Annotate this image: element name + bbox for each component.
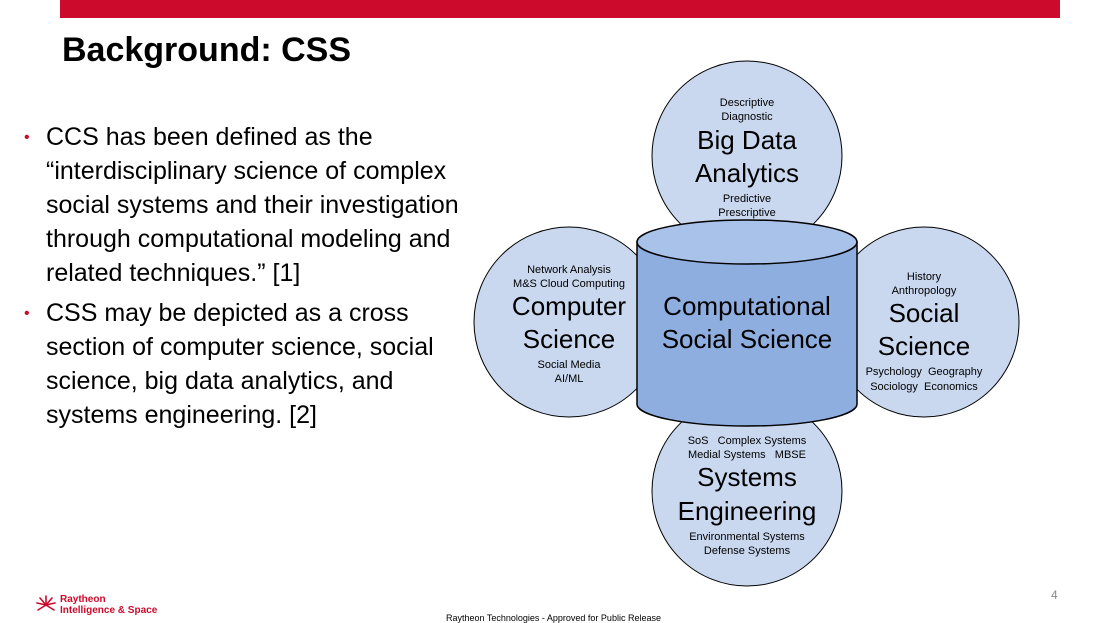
social-science-title: Social [889,298,960,328]
computer-science-title: Computer [512,291,626,321]
bullet-text: CCS has been defined as the “interdiscip… [46,123,459,287]
cylinder-body [636,241,858,427]
bullet-text: CSS may be depicted as a cross section o… [46,299,434,429]
systems-engineering-top-item: SoS Complex Systems [688,435,807,447]
center-title: Social Science [662,324,833,354]
cylinder-top [636,219,858,265]
systems-engineering-bottom-item: Environmental Systems [689,531,805,543]
systems-engineering-title: Engineering [678,496,817,526]
social-science-bottom-item: Psychology Geography [866,366,983,378]
footer-text: Raytheon Technologies - Approved for Pub… [446,613,661,623]
computer-science-top-item: Network Analysis [527,264,611,276]
raytheon-logo: Raytheon Intelligence & Space [36,594,157,616]
computer-science-top-item: M&S Cloud Computing [513,278,625,290]
logo-line-2: Intelligence & Space [60,605,158,616]
computer-science-bottom-item: Social Media [538,359,602,371]
logo-line-1: Raytheon [60,594,106,605]
bullet-item: • CCS has been defined as the “interdisci… [22,120,462,290]
computer-science-circle [473,226,665,418]
bullet-dot-icon: • [24,129,30,146]
top-accent-bar [60,0,1060,18]
social-science-bottom-item: Sociology Economics [870,381,978,393]
big-data-bottom-item: Prescriptive [718,207,775,219]
raytheon-burst-icon [36,595,56,611]
social-science-title: Science [878,331,971,361]
systems-engineering-bottom-item: Defense Systems [704,545,791,557]
computer-science-bottom-item: AI/ML [555,373,584,385]
page-number: 4 [1051,588,1058,602]
computer-science-title: Science [523,324,616,354]
social-science-top-item: Anthropology [892,285,957,297]
systems-engineering-title: Systems [697,462,797,492]
systems-engineering-top-item: Medial Systems MBSE [688,449,806,461]
big-data-bottom-item: Predictive [723,193,771,205]
bullet-item: • CSS may be depicted as a cross section … [22,296,462,432]
slide-title: Background: CSS [62,31,352,69]
social-science-top-item: History [907,271,942,283]
big-data-top-item: Diagnostic [721,111,773,123]
big-data-top-item: Descriptive [720,97,774,109]
center-title: Computational [663,291,831,321]
big-data-title: Analytics [695,158,799,188]
big-data-title: Big Data [697,125,797,155]
bullet-list: • CCS has been defined as the “interdisci… [22,120,462,438]
bullet-dot-icon: • [24,305,30,322]
